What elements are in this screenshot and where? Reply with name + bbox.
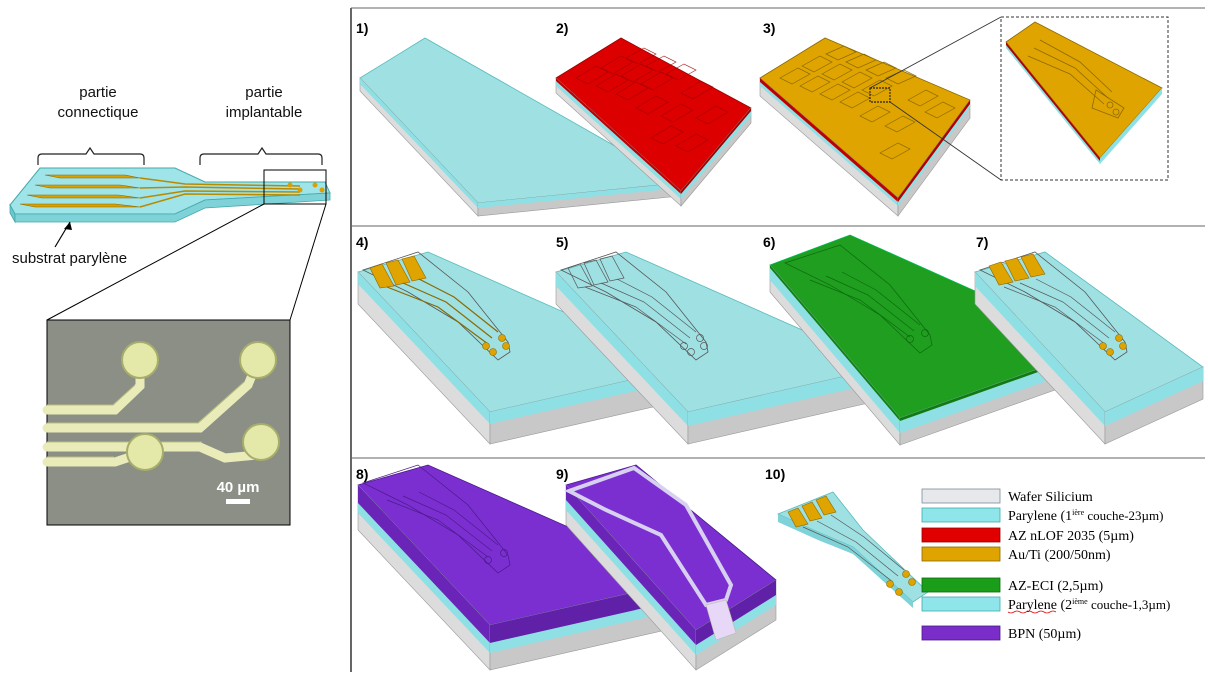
legend-label: Au/Ti (200/50nm) xyxy=(1008,548,1111,563)
step-label-6: 6) xyxy=(763,234,775,250)
legend-label: Parylene (2ième couche-1,3µm) xyxy=(1008,597,1170,613)
legend-swatch xyxy=(921,596,1001,612)
legend-swatch xyxy=(921,527,1001,543)
step-label-3: 3) xyxy=(763,20,775,36)
step-label-4: 4) xyxy=(356,234,368,250)
left-panel: partie connectique partie implantable xyxy=(9,84,331,526)
legend-item-parylene-1: Parylene (1ière couche-23µm) xyxy=(921,507,1163,524)
legend-swatch xyxy=(921,546,1001,562)
bracket-implantable xyxy=(199,146,323,165)
legend-label: Parylene (1ière couche-23µm) xyxy=(1008,508,1163,524)
step-label-1: 1) xyxy=(356,20,368,36)
legend-label: BPN (50µm) xyxy=(1008,627,1081,642)
scale-bar xyxy=(226,499,250,504)
legend-item-az-nlof: AZ nLOF 2035 (5µm) xyxy=(921,527,1134,544)
legend-label: Wafer Silicium xyxy=(1008,490,1093,505)
legend-label: AZ-ECI (2,5µm) xyxy=(1008,579,1103,594)
legend-item-parylene-2: Parylene (2ième couche-1,3µm) xyxy=(921,596,1170,614)
label-implant-2: implantable xyxy=(226,104,303,121)
step-label-8: 8) xyxy=(356,466,368,482)
device-3d xyxy=(9,167,331,224)
micrograph: 40 µm xyxy=(42,319,291,526)
label-substrate: substrat parylène xyxy=(12,250,127,267)
legend-item-az-eci: AZ-ECI (2,5µm) xyxy=(921,577,1103,594)
wafer-step-5 xyxy=(555,251,888,445)
zoom-box xyxy=(263,169,327,205)
step-label-7: 7) xyxy=(976,234,988,250)
device-step-10 xyxy=(776,491,929,608)
step-label-2: 2) xyxy=(556,20,568,36)
wafer-step-9 xyxy=(563,464,777,671)
legend-swatch xyxy=(921,577,1001,593)
zoom-line-right xyxy=(289,203,327,321)
label-implant-1: partie xyxy=(245,84,283,101)
step-label-5: 5) xyxy=(556,234,568,250)
wafer-step-7 xyxy=(974,251,1204,445)
label-connect-2: connectique xyxy=(58,104,139,121)
legend-swatch xyxy=(921,507,1001,523)
legend-swatch xyxy=(921,625,1001,641)
legend-item-wafer: Wafer Silicium xyxy=(921,488,1093,505)
legend-item-bpn: BPN (50µm) xyxy=(921,625,1081,642)
step-label-9: 9) xyxy=(556,466,568,482)
legend-label: AZ nLOF 2035 (5µm) xyxy=(1008,529,1134,544)
zoom-line-left xyxy=(46,203,265,321)
bracket-connectique xyxy=(37,146,145,165)
legend-swatch xyxy=(921,488,1001,504)
wafer-step-1 xyxy=(359,37,682,217)
scale-bar-label: 40 µm xyxy=(217,479,260,496)
wafer-step-3 xyxy=(759,37,971,217)
label-connect-1: partie xyxy=(79,84,117,101)
zoom-inset-3 xyxy=(869,16,1169,181)
legend-item-auti: Au/Ti (200/50nm) xyxy=(921,546,1111,563)
step-label-10: 10) xyxy=(765,466,785,482)
wafer-step-2 xyxy=(555,37,752,207)
legend: Wafer Silicium Parylene (1ière couche-23… xyxy=(921,488,1170,642)
